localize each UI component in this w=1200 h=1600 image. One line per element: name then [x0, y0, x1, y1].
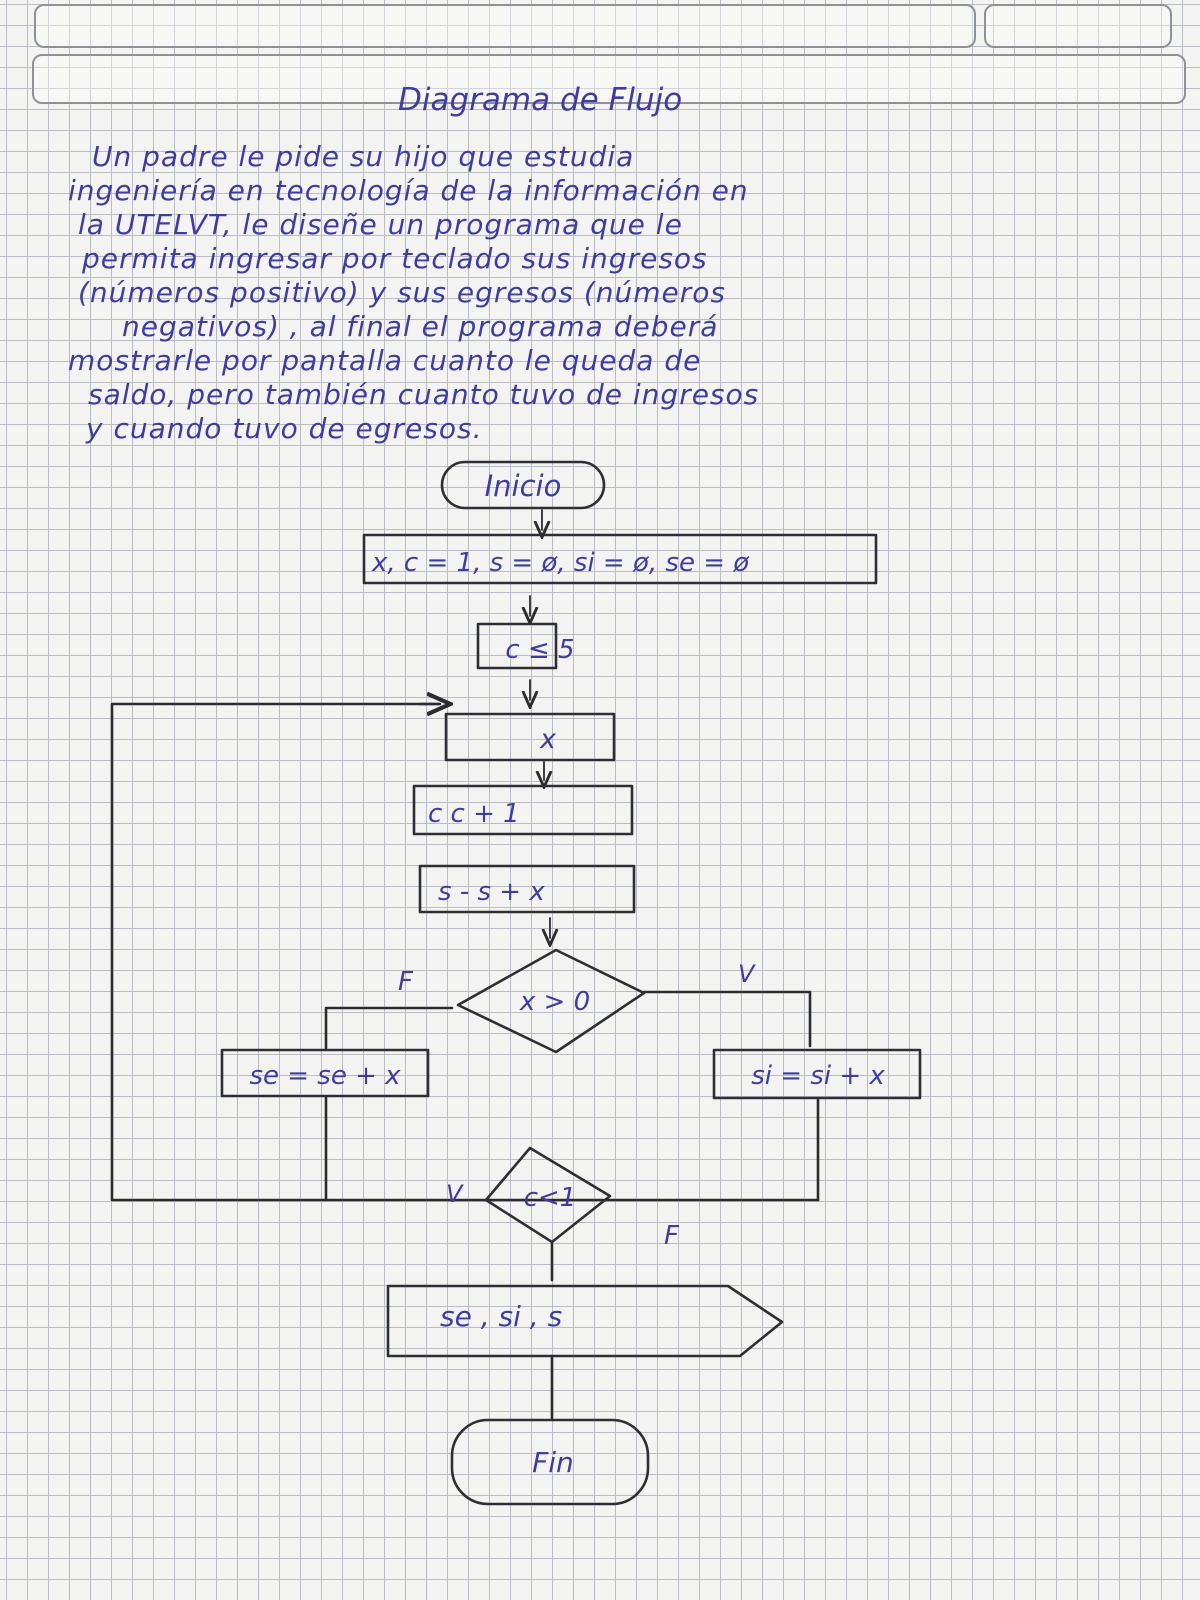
loop-start-box [476, 622, 558, 670]
notebook-header-strip [32, 54, 1186, 104]
notebook-top-tab [34, 4, 976, 48]
problem-statement-line-3: la UTELVT, le diseñe un programa que le [78, 208, 683, 241]
input-label: x [539, 724, 557, 755]
loop-check-label: c<1 [524, 1183, 577, 1213]
end-terminal [450, 1418, 650, 1506]
decision-false-label: F [398, 967, 414, 997]
loop-start-label: c ≤ 5 [505, 635, 574, 665]
problem-statement-line-7: mostrarle por pantalla cuanto le queda d… [68, 344, 702, 377]
output-label: se , si , s [440, 1300, 562, 1333]
false-branch-box [220, 1048, 430, 1098]
output-shape [386, 1284, 784, 1358]
problem-statement-line-2: ingeniería en tecnología de la informaci… [68, 174, 749, 207]
increment-label: c c + 1 [428, 799, 520, 829]
false-branch-connector [324, 1006, 454, 1050]
problem-statement-line-9: y cuando tuvo de egresos. [86, 412, 483, 445]
decision-true-label: V [738, 960, 756, 988]
decision-diamond [456, 948, 646, 1054]
problem-statement-line-4: permita ingresar por teclado sus ingreso… [82, 242, 708, 275]
loop-true-label: V [446, 1180, 464, 1208]
problem-statement-line-6: negativos) , al final el programa deberá [122, 310, 719, 343]
true-branch-connector [642, 990, 812, 1048]
init-label: x, c = 1, s = ø, si = ø, se = ø [371, 548, 750, 578]
problem-statement-line-1: Un padre le pide su hijo que estudia [92, 140, 635, 173]
false-branch-label: se = se + x [249, 1061, 401, 1091]
increment-box [412, 784, 634, 836]
end-label: Fin [532, 1446, 574, 1479]
problem-statement-line-8: saldo, pero también cuanto tuvo de ingre… [88, 378, 760, 411]
sum-box [418, 864, 636, 914]
notebook-top-tab-right [984, 4, 1172, 48]
problem-statement-line-5: (números positivo) y sus egresos (número… [78, 276, 726, 309]
start-terminal [440, 460, 606, 510]
loop-back-line [110, 702, 820, 1202]
decision-label: x > 0 [519, 987, 590, 1017]
input-box [444, 712, 616, 762]
page-title: Diagrama de Flujo [398, 82, 683, 118]
true-branch-label: si = si + x [751, 1061, 885, 1091]
true-branch-box [712, 1048, 922, 1100]
sum-label: s - s + x [438, 877, 545, 907]
init-process-box [362, 533, 878, 585]
start-label: Inicio [485, 469, 562, 503]
loop-false-label: F [664, 1221, 680, 1251]
